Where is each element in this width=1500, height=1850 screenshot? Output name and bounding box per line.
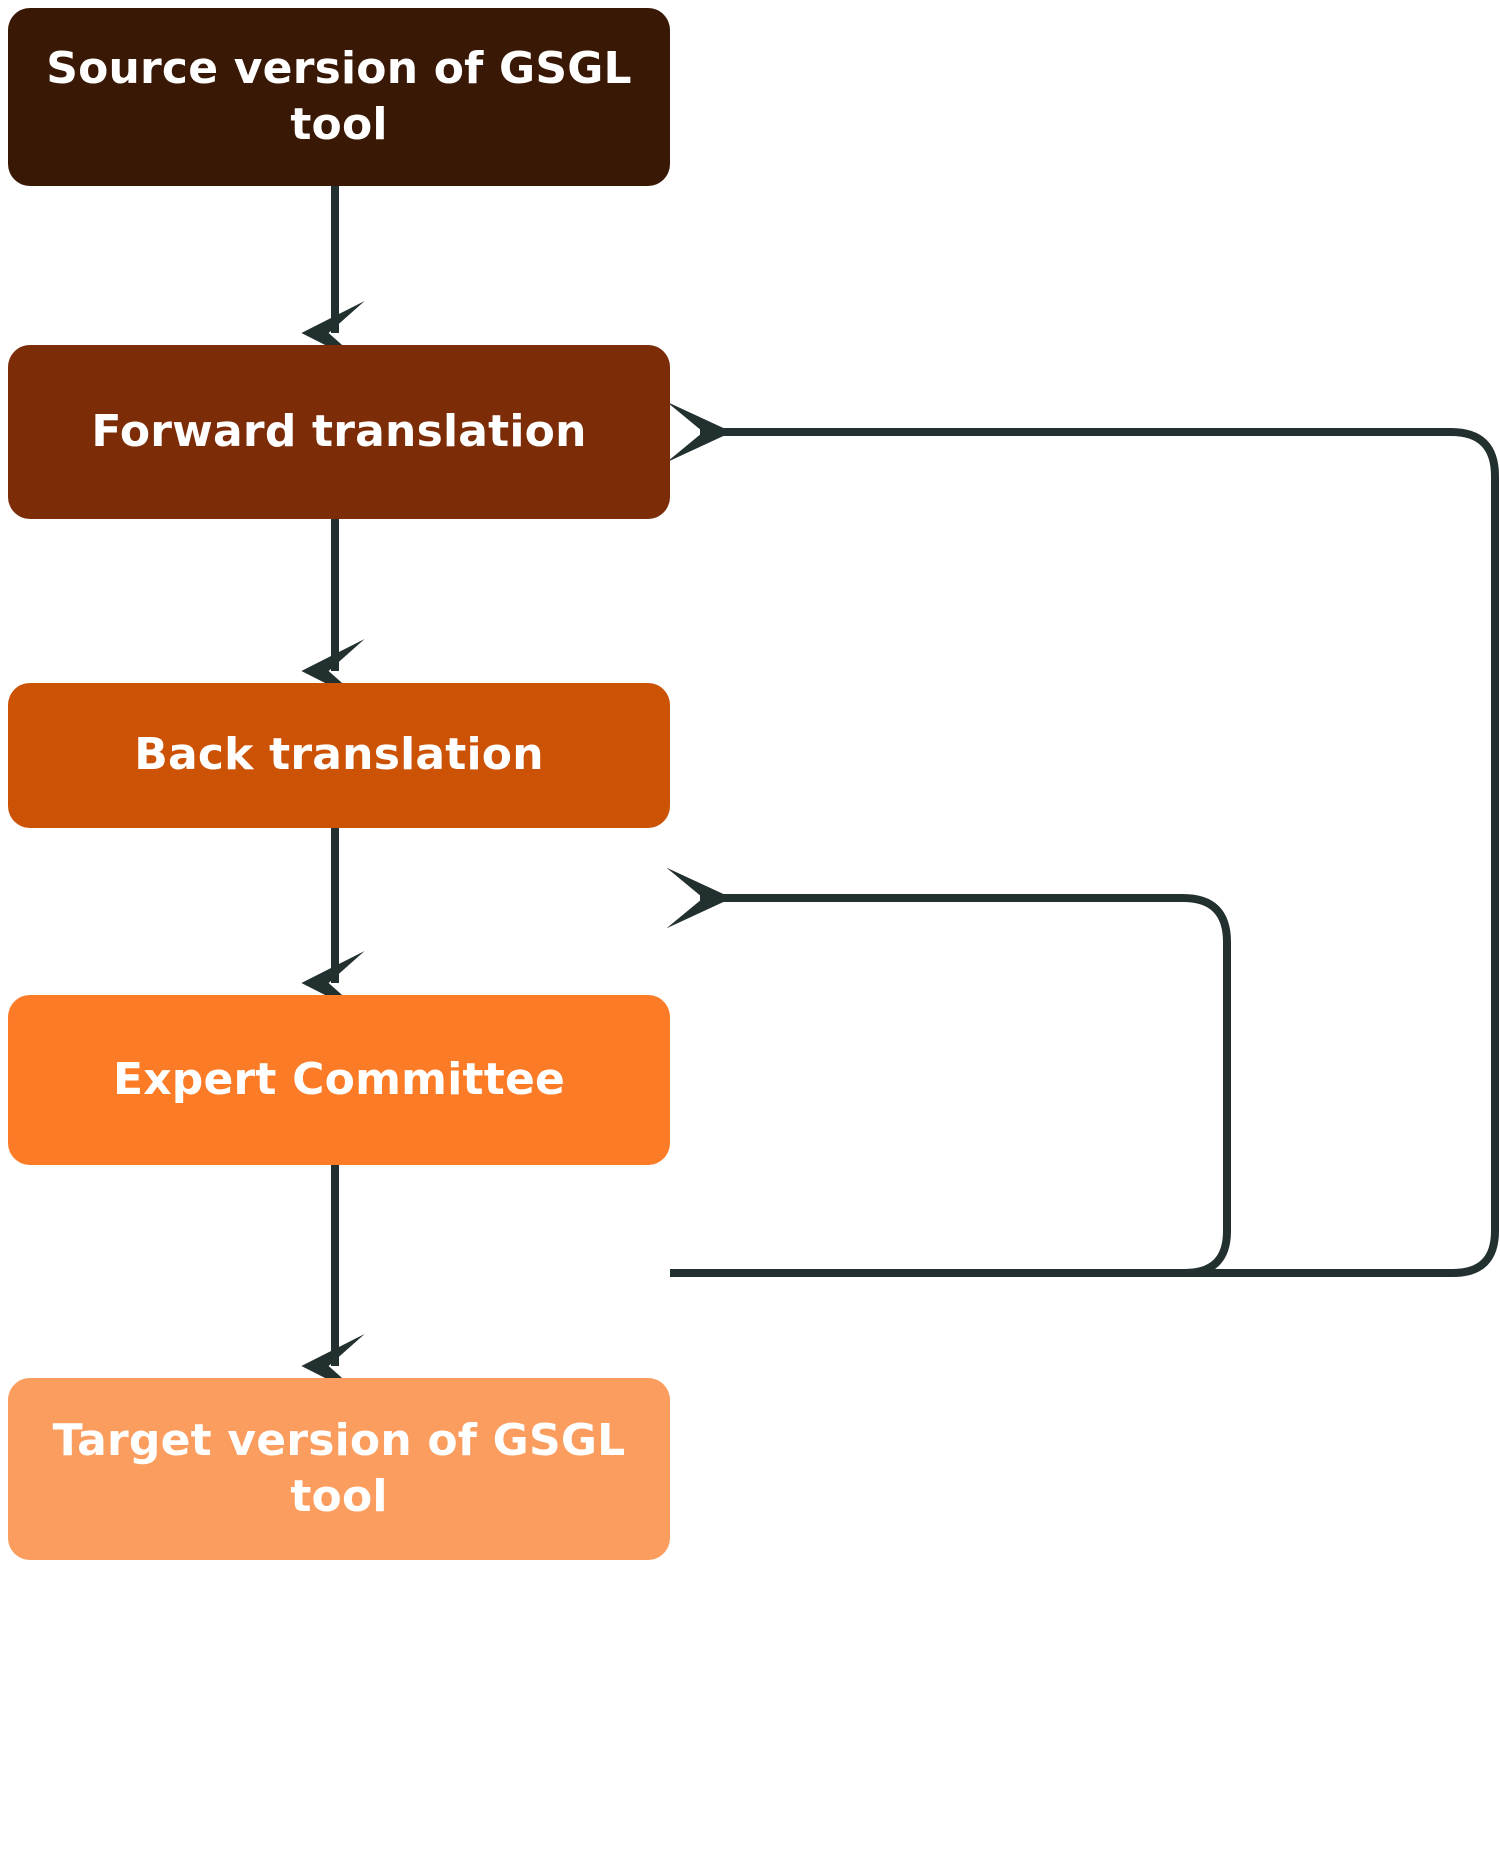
node-forward-translation-label: Forward translation bbox=[91, 405, 587, 457]
edge-expert-to-back-feedback bbox=[666, 867, 1231, 1277]
node-source-version[interactable]: Source version of GSGL tool bbox=[8, 8, 670, 186]
node-expert-committee-label: Expert Committee bbox=[112, 1053, 566, 1105]
node-target-version-label: Target version of GSGL tool bbox=[52, 1414, 626, 1522]
edge-expert-to-forward-feedback bbox=[666, 401, 1499, 1277]
node-back-translation-label: Back translation bbox=[134, 729, 544, 781]
node-expert-committee[interactable]: Expert Committee bbox=[8, 995, 670, 1165]
node-forward-translation[interactable]: Forward translation bbox=[8, 345, 670, 519]
node-back-translation[interactable]: Back translation bbox=[8, 683, 670, 828]
node-source-version-label: Source version of GSGL tool bbox=[46, 42, 632, 150]
node-target-version[interactable]: Target version of GSGL tool bbox=[8, 1378, 670, 1560]
